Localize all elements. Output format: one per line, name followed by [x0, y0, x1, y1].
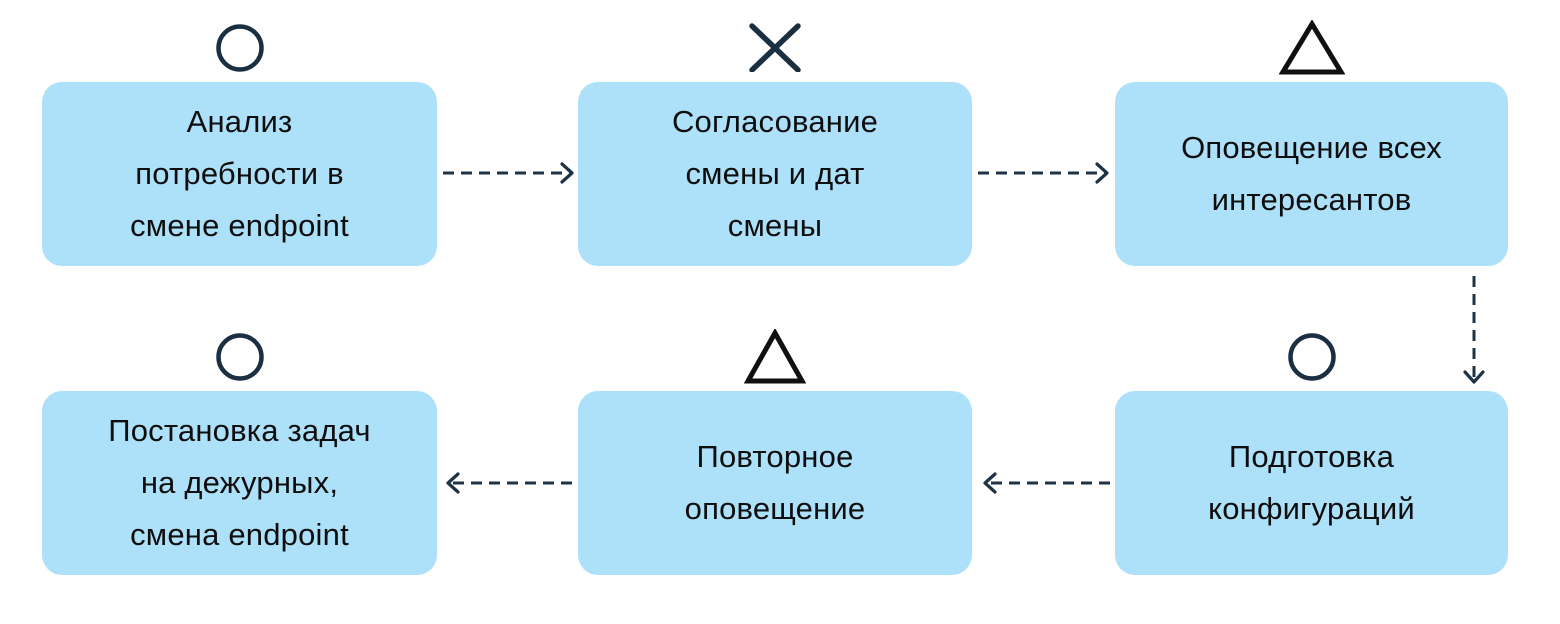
triangle-marker-icon	[744, 329, 806, 384]
circle-marker-icon	[215, 24, 264, 72]
node-box: Оповещение всех интересантов	[1115, 82, 1508, 266]
triangle-marker-icon	[1278, 20, 1345, 75]
node-box: Согласование смены и дат смены	[578, 82, 972, 266]
node-label: Оповещение всех интересантов	[1181, 130, 1442, 217]
node-box: Постановка задач на дежурных, смена endp…	[42, 391, 437, 575]
flow-node-notify-all: Оповещение всех интересантов	[1115, 20, 1508, 266]
circle-marker-icon	[215, 333, 264, 381]
node-label: Согласование смены и дат смены	[671, 104, 879, 243]
node-box: Подготовка конфигураций	[1115, 391, 1508, 575]
node-label: Подготовка конфигураций	[1208, 439, 1415, 526]
flow-node-agree: Согласование смены и дат смены	[578, 23, 972, 266]
cross-marker-icon	[749, 23, 801, 72]
node-label: Анализ потребности в смене endpoint	[130, 104, 349, 243]
flow-node-re-notify: Повторное оповещение	[578, 329, 972, 575]
node-label: Повторное оповещение	[684, 439, 866, 526]
flow-node-analyze: Анализ потребности в смене endpoint	[42, 24, 437, 266]
node-box: Повторное оповещение	[578, 391, 972, 575]
flow-node-assign-tasks: Постановка задач на дежурных, смена endp…	[42, 333, 437, 575]
node-box: Анализ потребности в смене endpoint	[42, 82, 437, 266]
flow-node-prepare-configs: Подготовка конфигураций	[1115, 333, 1508, 575]
circle-marker-icon	[1287, 333, 1336, 381]
node-label: Постановка задач на дежурных, смена endp…	[108, 413, 371, 552]
